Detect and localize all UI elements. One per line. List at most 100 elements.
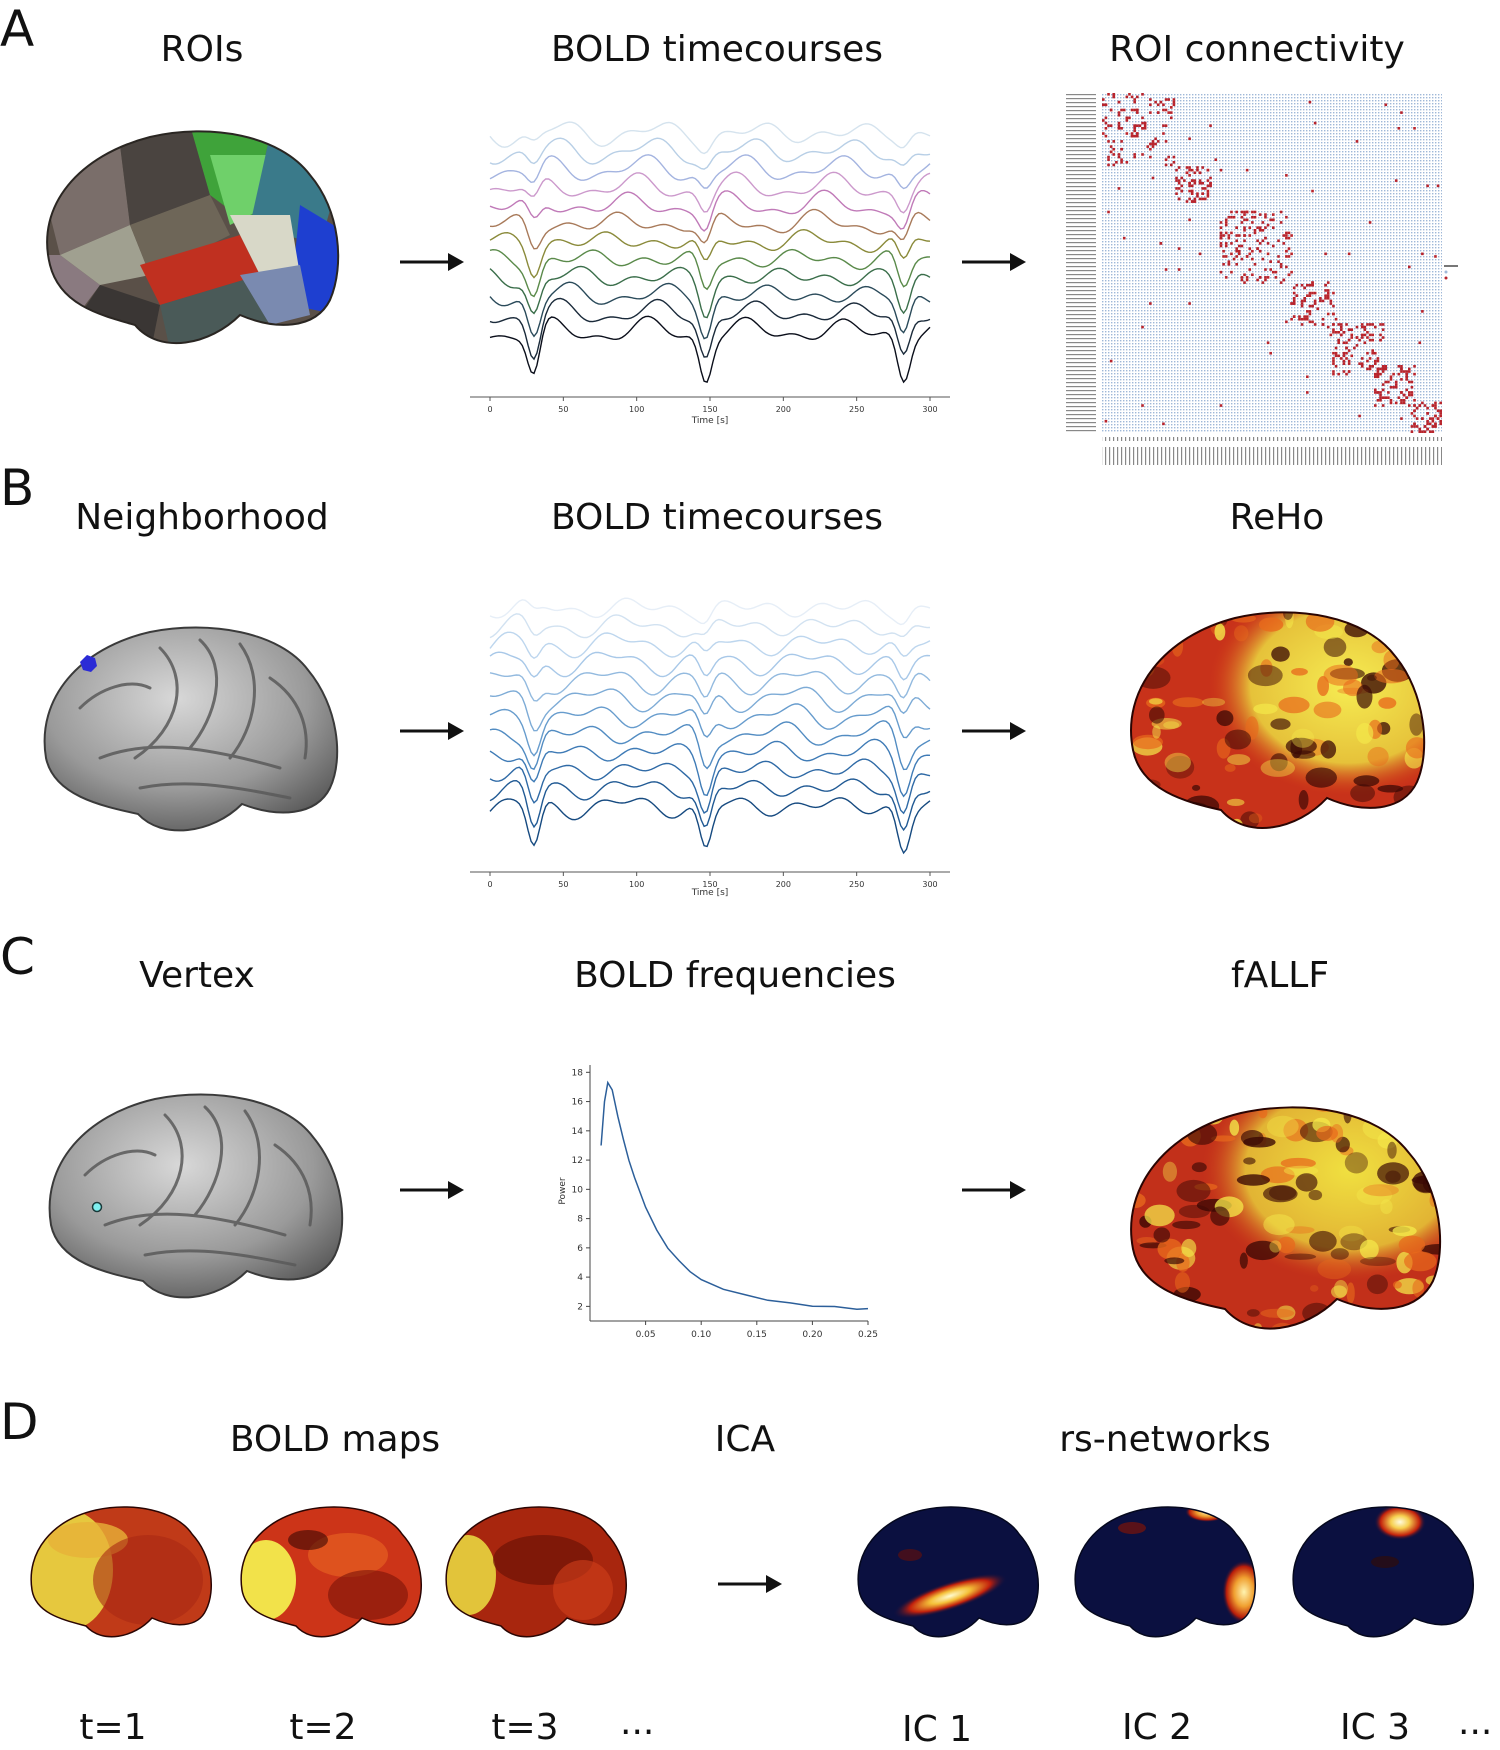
connectivity-cell xyxy=(1149,142,1152,146)
connectivity-cell xyxy=(1421,252,1424,256)
connectivity-cell xyxy=(1222,263,1225,266)
connectivity-cell xyxy=(1172,155,1176,159)
connectivity-cell xyxy=(1224,231,1228,235)
arrow-c2 xyxy=(962,1178,1026,1202)
connectivity-cell xyxy=(1133,108,1136,112)
heat-blob xyxy=(1258,617,1284,632)
connectivity-cell xyxy=(1180,176,1184,180)
y-tick-label: 18 xyxy=(572,1068,584,1078)
connectivity-cell xyxy=(1308,291,1312,295)
bold-map-t1 xyxy=(30,1506,212,1638)
heat-blob xyxy=(1338,1225,1364,1242)
connectivity-cell xyxy=(1188,181,1191,185)
heat-blob xyxy=(1346,604,1365,611)
connectivity-cell xyxy=(1264,276,1267,279)
panel-letter-b: B xyxy=(0,459,35,517)
connectivity-cell xyxy=(1272,270,1275,274)
connectivity-cell xyxy=(1206,184,1210,188)
heat-blob xyxy=(1284,1253,1317,1260)
connectivity-cell xyxy=(1188,184,1191,188)
connectivity-cell xyxy=(1279,221,1283,224)
neighborhood-marker xyxy=(80,655,97,672)
connectivity-cell xyxy=(1340,328,1343,331)
timecourse-series-2 xyxy=(489,613,931,639)
timecourse-series-8 xyxy=(489,720,931,771)
x-tick-label: 100 xyxy=(629,405,644,414)
connectivity-cell xyxy=(1159,100,1163,104)
vertex-brain-image xyxy=(48,1093,344,1299)
connectivity-cell xyxy=(1219,234,1223,237)
connectivity-cell xyxy=(1258,249,1262,253)
connectivity-cell xyxy=(1292,291,1296,295)
connectivity-cell xyxy=(1162,108,1165,112)
connectivity-cell xyxy=(1292,315,1296,318)
connectivity-cell xyxy=(1292,302,1296,305)
connectivity-cell xyxy=(1376,367,1380,371)
connectivity-cell xyxy=(1381,383,1385,386)
time-label-t2: t=2 xyxy=(289,1707,357,1748)
x-tick-label: 150 xyxy=(702,880,717,889)
connectivity-cell xyxy=(1224,218,1228,222)
connectivity-cell xyxy=(1261,229,1265,232)
connectivity-cell xyxy=(1238,252,1241,256)
connectivity-cell xyxy=(1175,192,1178,195)
heat-blob xyxy=(1216,710,1234,727)
connectivity-cell xyxy=(1379,372,1382,376)
connectivity-cell xyxy=(1410,430,1414,433)
connectivity-cell xyxy=(1243,281,1246,284)
connectivity-cell xyxy=(1193,197,1197,201)
timecourse-lines-b xyxy=(489,597,931,855)
connectivity-cell xyxy=(1405,378,1408,381)
heat-blob xyxy=(1434,1186,1441,1203)
connectivity-cell xyxy=(1308,312,1312,316)
connectivity-cell xyxy=(1190,189,1194,193)
connectivity-cell xyxy=(1360,362,1364,365)
connectivity-cell xyxy=(1190,192,1194,195)
heat-blob xyxy=(1131,812,1135,828)
heat-blob xyxy=(1192,784,1201,791)
x-axis-label-b: Time [s] xyxy=(691,888,729,898)
connectivity-cell xyxy=(1405,372,1408,376)
heat-blob xyxy=(1172,697,1204,708)
connectivity-cell xyxy=(1292,297,1296,300)
connectivity-cell xyxy=(1337,331,1340,334)
connectivity-cell xyxy=(1355,344,1359,347)
connectivity-cell xyxy=(1122,236,1126,240)
connectivity-cell xyxy=(1337,323,1340,326)
heat-blob xyxy=(1226,798,1245,806)
connectivity-cell xyxy=(1240,278,1244,282)
connectivity-cell xyxy=(1298,315,1301,318)
connectivity-cell xyxy=(1206,192,1210,195)
connectivity-cell xyxy=(1402,399,1406,402)
heat-blob xyxy=(1412,1279,1425,1298)
heat-blob xyxy=(1448,1239,1455,1255)
heat-blob xyxy=(1269,1240,1282,1253)
connectivity-cell xyxy=(1219,270,1223,274)
connectivity-cell xyxy=(1261,257,1265,261)
connectivity-cell xyxy=(1340,323,1343,326)
connectivity-cell xyxy=(1413,409,1416,413)
connectivity-cell xyxy=(1360,333,1364,337)
heat-blob xyxy=(1305,767,1337,788)
heat-blob xyxy=(1428,1147,1441,1164)
connectivity-cell xyxy=(1358,362,1361,365)
connectivity-cell xyxy=(1266,341,1270,345)
heat-blob xyxy=(1154,1311,1180,1329)
title-ica: ICA xyxy=(714,1419,776,1460)
arrow-b2 xyxy=(962,719,1026,743)
connectivity-cell xyxy=(1321,317,1325,321)
ic-map-2 xyxy=(1074,1506,1256,1638)
connectivity-cell xyxy=(1415,425,1419,428)
connectivity-cell xyxy=(1285,320,1288,324)
x-tick-label: 0.20 xyxy=(802,1330,822,1340)
connectivity-cell xyxy=(1151,140,1155,143)
heat-blob xyxy=(1324,1325,1346,1329)
heat-blob xyxy=(1252,835,1263,845)
panel-letter-d: D xyxy=(0,1393,39,1451)
connectivity-cell xyxy=(1408,391,1411,394)
connectivity-cell xyxy=(1204,197,1207,201)
connectivity-cell xyxy=(1397,396,1401,399)
arrow-c1 xyxy=(400,1178,464,1202)
connectivity-cell xyxy=(1387,391,1390,394)
heat-blob xyxy=(1430,1095,1455,1107)
